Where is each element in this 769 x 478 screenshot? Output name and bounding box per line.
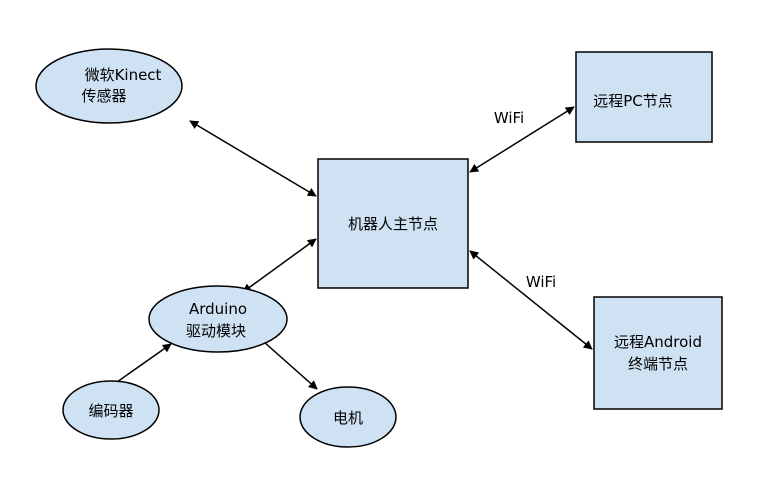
- edge-label-wifi-pc: WiFi: [494, 109, 524, 127]
- edge-label-wifi-android: WiFi: [526, 273, 556, 291]
- node-arduino: Arduino 驱动模块: [148, 285, 288, 353]
- node-remote-android-label-1: 远程Android: [614, 333, 702, 351]
- node-kinect-label-1: 微软Kinect: [85, 66, 162, 84]
- edge-kinect-main: [189, 120, 317, 197]
- edge-arduino-motor: [263, 341, 318, 390]
- edge-encoder-arduino: [116, 343, 172, 383]
- node-arduino-label-2: 驱动模块: [186, 322, 246, 340]
- node-main-label: 机器人主节点: [348, 215, 438, 233]
- edge-arduino-main: [242, 238, 317, 293]
- node-remote-android: 远程Android 终端节点: [593, 296, 723, 410]
- edge-main-remote-pc: [469, 106, 575, 173]
- node-encoder-label: 编码器: [88, 402, 133, 420]
- node-remote-android-label-2: 终端节点: [628, 355, 688, 373]
- node-arduino-label-1: Arduino: [189, 300, 247, 318]
- node-remote-pc-label: 远程PC节点: [593, 92, 673, 110]
- node-encoder: 编码器: [62, 380, 160, 440]
- node-remote-pc: 远程PC节点: [575, 51, 713, 143]
- node-motor: 电机: [299, 386, 397, 448]
- node-main: 机器人主节点: [317, 158, 469, 289]
- node-kinect: 微软Kinect 传感器: [35, 48, 183, 124]
- node-kinect-label-2: 传感器: [81, 87, 126, 105]
- node-motor-label: 电机: [333, 409, 363, 427]
- edge-main-remote-android: [469, 250, 593, 350]
